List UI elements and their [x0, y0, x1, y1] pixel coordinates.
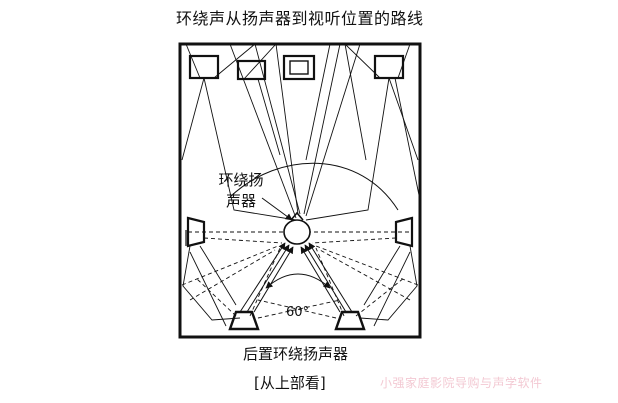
- rear-surround-speakers-label: 后置环绕扬声器: [243, 345, 349, 363]
- rear-left-speaker: [228, 310, 260, 331]
- front-center-left-speaker: [236, 59, 267, 81]
- reflection-paths: [181, 42, 421, 221]
- side-dashed-rays: [181, 237, 419, 301]
- watermark: 小强家庭影院导购与声学软件: [380, 376, 543, 390]
- surround-speakers-label: 环绕扬声器: [218, 171, 264, 210]
- right-surround-speaker: [394, 216, 414, 248]
- surround-arc: [229, 162, 399, 211]
- rear-right-speaker: [334, 310, 366, 331]
- front-center-speaker: [282, 54, 316, 81]
- diagram-title: 环绕声从扬声器到视听位置的路线: [176, 9, 424, 28]
- room-outline: [178, 42, 422, 339]
- front-left-speaker: [188, 54, 220, 80]
- left-surround-speaker: [186, 216, 206, 248]
- angle-arc: [265, 273, 331, 289]
- listener-head: [283, 211, 311, 245]
- angle-label: 60°: [286, 305, 310, 320]
- view-label: [从上部看]: [254, 374, 326, 392]
- side-reflection-paths: [182, 245, 418, 327]
- surround-label-arrow: [261, 197, 293, 221]
